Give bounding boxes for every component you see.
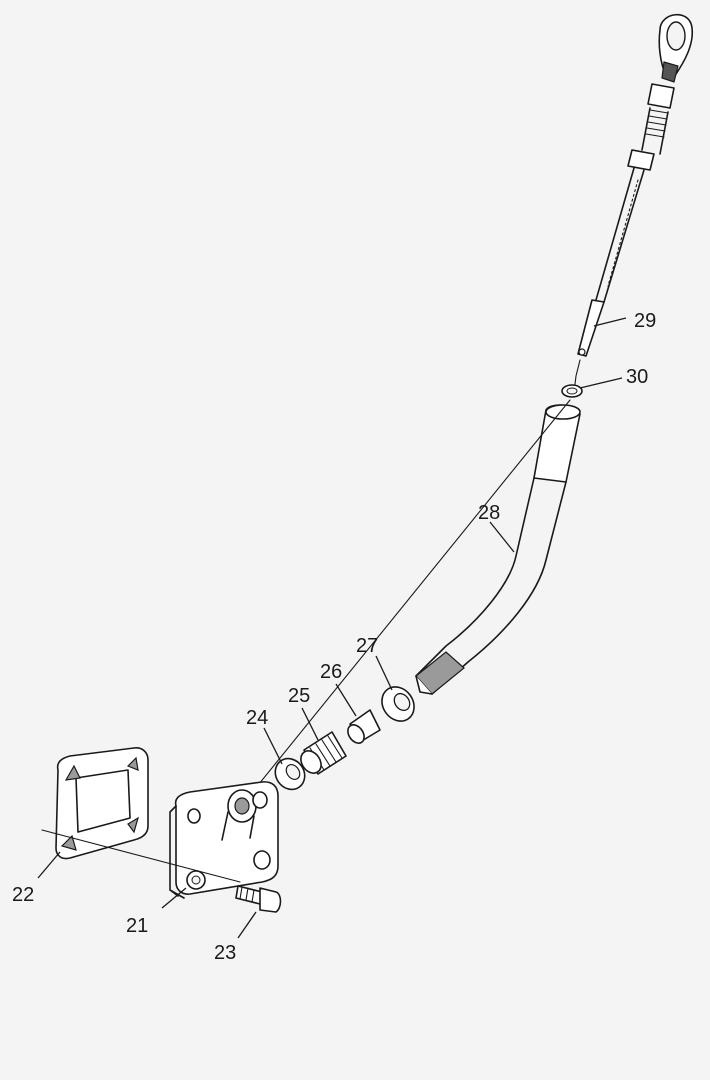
flange bbox=[169, 781, 279, 899]
seal-ring bbox=[381, 686, 415, 722]
label-21: 21 bbox=[126, 915, 148, 937]
threaded-adapter bbox=[300, 731, 347, 775]
callout-24: 24 bbox=[246, 707, 283, 765]
callout-25: 25 bbox=[288, 685, 319, 741]
label-23: 23 bbox=[214, 942, 236, 964]
gasket bbox=[55, 747, 149, 860]
label-30: 30 bbox=[626, 366, 648, 388]
label-27: 27 bbox=[356, 635, 378, 657]
callout-28: 28 bbox=[478, 502, 515, 553]
label-25: 25 bbox=[288, 685, 310, 707]
label-29: 29 bbox=[634, 310, 656, 332]
sleeve bbox=[347, 709, 381, 744]
label-24: 24 bbox=[246, 707, 268, 729]
washer bbox=[274, 757, 306, 791]
label-26: 26 bbox=[320, 661, 342, 683]
callout-23: 23 bbox=[214, 911, 257, 964]
callout-30: 30 bbox=[579, 366, 648, 389]
callout-27: 27 bbox=[356, 635, 393, 691]
o-ring bbox=[561, 384, 583, 398]
dipstick bbox=[573, 13, 694, 393]
label-28: 28 bbox=[478, 502, 500, 524]
callout-29: 29 bbox=[593, 310, 656, 332]
label-22: 22 bbox=[12, 884, 34, 906]
guide-tube bbox=[415, 404, 581, 695]
bolt bbox=[235, 885, 282, 913]
callout-22: 22 bbox=[12, 851, 61, 906]
callout-26: 26 bbox=[320, 661, 357, 717]
callout-21: 21 bbox=[126, 887, 187, 937]
